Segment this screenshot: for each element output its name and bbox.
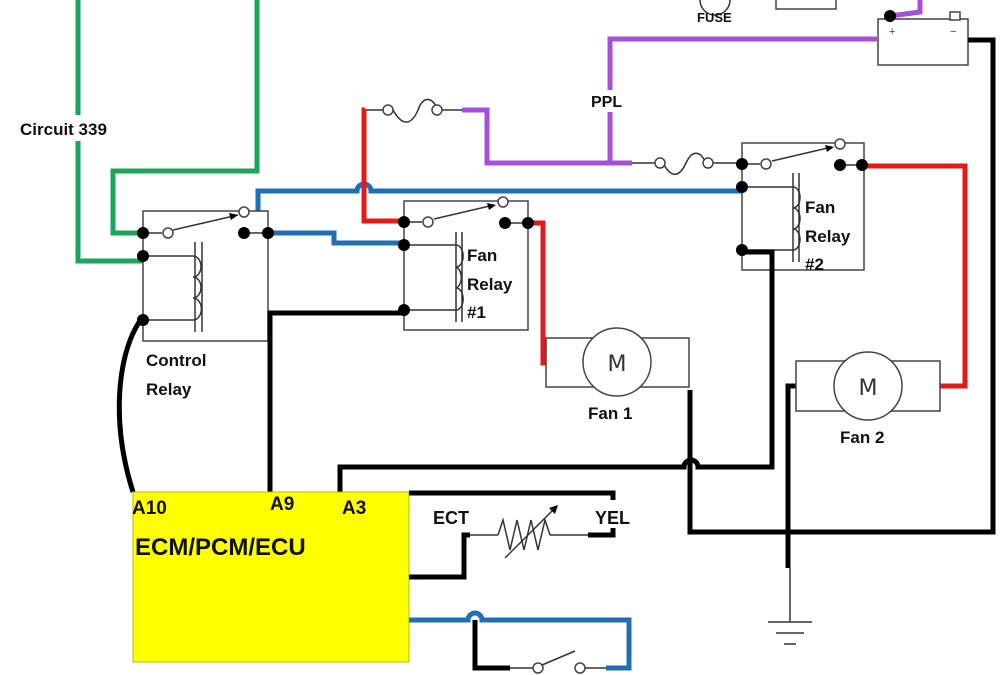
ect-label: ECT — [433, 508, 469, 528]
fuse-2 — [632, 152, 742, 175]
circuit-339-wire-a — [75, 0, 143, 264]
circuit-339-wire-b — [110, 0, 260, 236]
control-relay — [137, 206, 274, 342]
control-relay-label-2: Relay — [146, 380, 192, 399]
fan-2-label: Fan 2 — [840, 428, 884, 447]
switch-contact — [510, 650, 606, 674]
ppl-label: PPL — [591, 94, 622, 111]
ecm-module — [132, 491, 410, 663]
ppl-main-wire — [607, 36, 878, 163]
pin-a10-label: A10 — [132, 498, 167, 519]
fuse-label: FUSE — [697, 10, 732, 25]
ecm-label: ECM/PCM/ECU — [135, 534, 306, 561]
fan-2-motor — [833, 351, 903, 421]
circuit-339-label: Circuit 339 — [20, 120, 107, 139]
ground-symbol — [768, 568, 812, 645]
ect-signal-wire — [409, 532, 470, 580]
blue-feed-to-relay1 — [268, 230, 404, 246]
control-relay-label-1: Control — [146, 351, 206, 370]
circuit-label-bg — [18, 115, 138, 141]
control-relay-to-a10 — [116, 316, 145, 493]
red-relay2-to-fan2 — [862, 163, 968, 389]
fan-relay-2-label-3: #2 — [805, 255, 824, 274]
fan-1-motor-symbol: M — [608, 352, 627, 377]
battery-pos-wire — [889, 0, 923, 19]
fan-1: M — [545, 327, 690, 397]
yel-label: YEL — [595, 508, 630, 528]
battery-neg-label: − — [950, 26, 956, 38]
fuse-1 — [365, 98, 462, 123]
fan-relay-1-label-3: #1 — [467, 303, 486, 322]
fan-1-label: Fan 1 — [588, 404, 632, 423]
pin-a3-label: A3 — [342, 498, 366, 519]
red-relay1-input — [361, 107, 404, 224]
fan-relay-2-label-1: Fan — [805, 198, 835, 217]
battery: + − — [877, 11, 969, 66]
battery-neg-terminal — [949, 11, 961, 21]
battery-neg-ground-wire — [788, 37, 996, 535]
top-fuse — [699, 0, 731, 16]
fan2-ground-wire — [785, 383, 796, 568]
switch-black-wire — [472, 620, 510, 671]
top-component-box — [775, 0, 837, 10]
fan-2-motor-symbol: M — [859, 376, 878, 401]
battery-pos-label: + — [889, 26, 895, 38]
relay1-coil-to-a9 — [267, 310, 404, 492]
fan-1-motor — [582, 327, 652, 397]
switch-blue-wire — [409, 610, 632, 671]
ppl-label-bg — [596, 90, 624, 112]
pin-a9-label: A9 — [270, 494, 294, 515]
red-relay1-to-fan1 — [528, 220, 546, 366]
fan-relay-1 — [398, 196, 534, 331]
ect-reference-wire — [409, 490, 616, 500]
fan-relay-1-label-2: Relay — [467, 275, 513, 294]
ect-yel-wire — [588, 528, 616, 538]
fan-relay-1-label-1: Fan — [467, 246, 497, 265]
fan-2: M — [795, 351, 941, 421]
fan-relay-2 — [736, 138, 868, 271]
fan-relay-2-label-2: Relay — [805, 227, 851, 246]
ect-thermistor — [470, 505, 588, 559]
battery-pos-node — [884, 10, 896, 22]
ppl-branch-wire — [462, 107, 632, 166]
fan1-ground-wire — [687, 390, 788, 535]
